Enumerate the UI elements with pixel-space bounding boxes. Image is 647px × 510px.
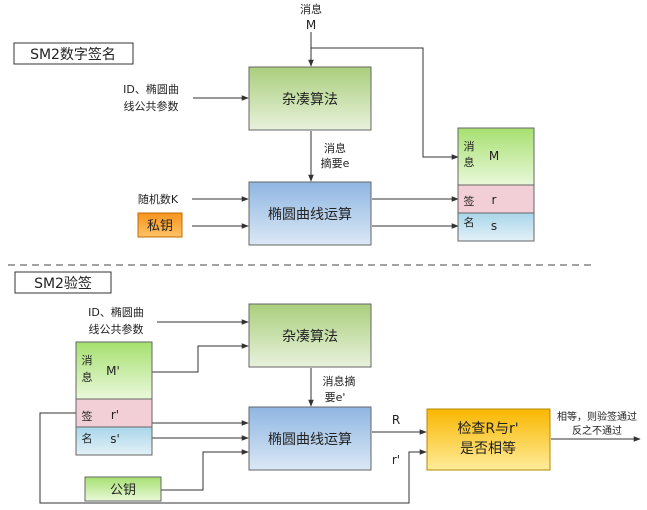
edge-v-msg-to-hash: [152, 343, 249, 373]
verify-digest-1: 消息摘: [323, 374, 356, 388]
verify-hash-box: [248, 303, 372, 368]
verify-ecc-box: [248, 406, 372, 471]
sign-title-box: [13, 42, 134, 65]
sign-msg-label-1: 消息: [300, 2, 322, 16]
sign-private-key-box: [137, 212, 183, 238]
verify-id-label-2: 线公共参数: [89, 322, 144, 336]
sign-digest-1: 消息: [324, 141, 346, 155]
verify-in-r-cell: [75, 398, 153, 428]
verify-check-1: 检查R与r': [457, 421, 518, 437]
verify-in-s-cell: [75, 426, 153, 456]
edge-v-r-loop-to-check: [39, 412, 427, 504]
verify-result-1: 相等，则验签通过: [557, 410, 637, 423]
sign-out-r: r: [492, 193, 497, 207]
verify-in-msg-2: 息: [82, 370, 93, 384]
verify-title: SM2验签: [34, 275, 92, 292]
verify-in-msg-cell: [75, 341, 153, 400]
verify-in-msg-val: M': [106, 364, 120, 378]
sign-id-label-2: 线公共参数: [124, 99, 179, 113]
sign-out-r-cell: [457, 184, 535, 214]
sign-msg-label-2: M: [306, 18, 316, 32]
verify-id-label-1: ID、椭圆曲: [88, 305, 144, 319]
sign-out-sig-2: 名: [464, 215, 475, 229]
sign-private-key-label: 私钥: [147, 219, 173, 234]
verify-check-box: [426, 408, 551, 471]
sign-ecc-box: [248, 181, 372, 246]
verify-in-msg-1: 消: [82, 353, 93, 367]
sign-hash-label: 杂凑算法: [282, 91, 338, 108]
verify-hash-label: 杂凑算法: [282, 328, 338, 345]
sign-out-msg-cell: [457, 127, 535, 186]
verify-in-sig-2: 名: [82, 431, 93, 445]
verify-in-sig-1: 签: [82, 409, 93, 423]
verify-r2-label: r': [392, 453, 400, 467]
sign-out-msg-2: 息: [464, 155, 475, 169]
verify-title-box: [14, 271, 112, 294]
sign-digest-2: 摘要e: [321, 156, 350, 170]
sign-random-label: 随机数K: [138, 192, 179, 206]
sign-title: SM2数字签名: [30, 46, 116, 63]
sign-out-s-cell: [457, 212, 535, 242]
verify-r-label: R: [392, 413, 400, 427]
sign-hash-box: [248, 66, 372, 131]
verify-ecc-label: 椭圆曲线运算: [268, 432, 352, 448]
verify-digest-2: 要e': [325, 391, 346, 404]
verify-result-2: 反之不通过: [572, 424, 622, 437]
verify-in-s: s': [110, 432, 120, 446]
edge-msg-to-output: [311, 47, 459, 160]
verify-public-key-label: 公钥: [110, 483, 136, 498]
verify-in-r: r': [111, 408, 119, 422]
sign-out-sig-1: 签: [464, 194, 475, 208]
sign-ecc-label: 椭圆曲线运算: [268, 207, 352, 223]
edge-v-pubkey-to-ecc: [161, 449, 249, 491]
sign-out-msg-1: 消: [464, 139, 475, 153]
verify-check-2: 是否相等: [460, 440, 516, 457]
sign-id-label-1: ID、椭圆曲: [123, 82, 179, 96]
verify-public-key-box: [84, 476, 162, 502]
sign-out-s: s: [491, 219, 497, 233]
sign-out-msg-val: M: [489, 149, 499, 163]
